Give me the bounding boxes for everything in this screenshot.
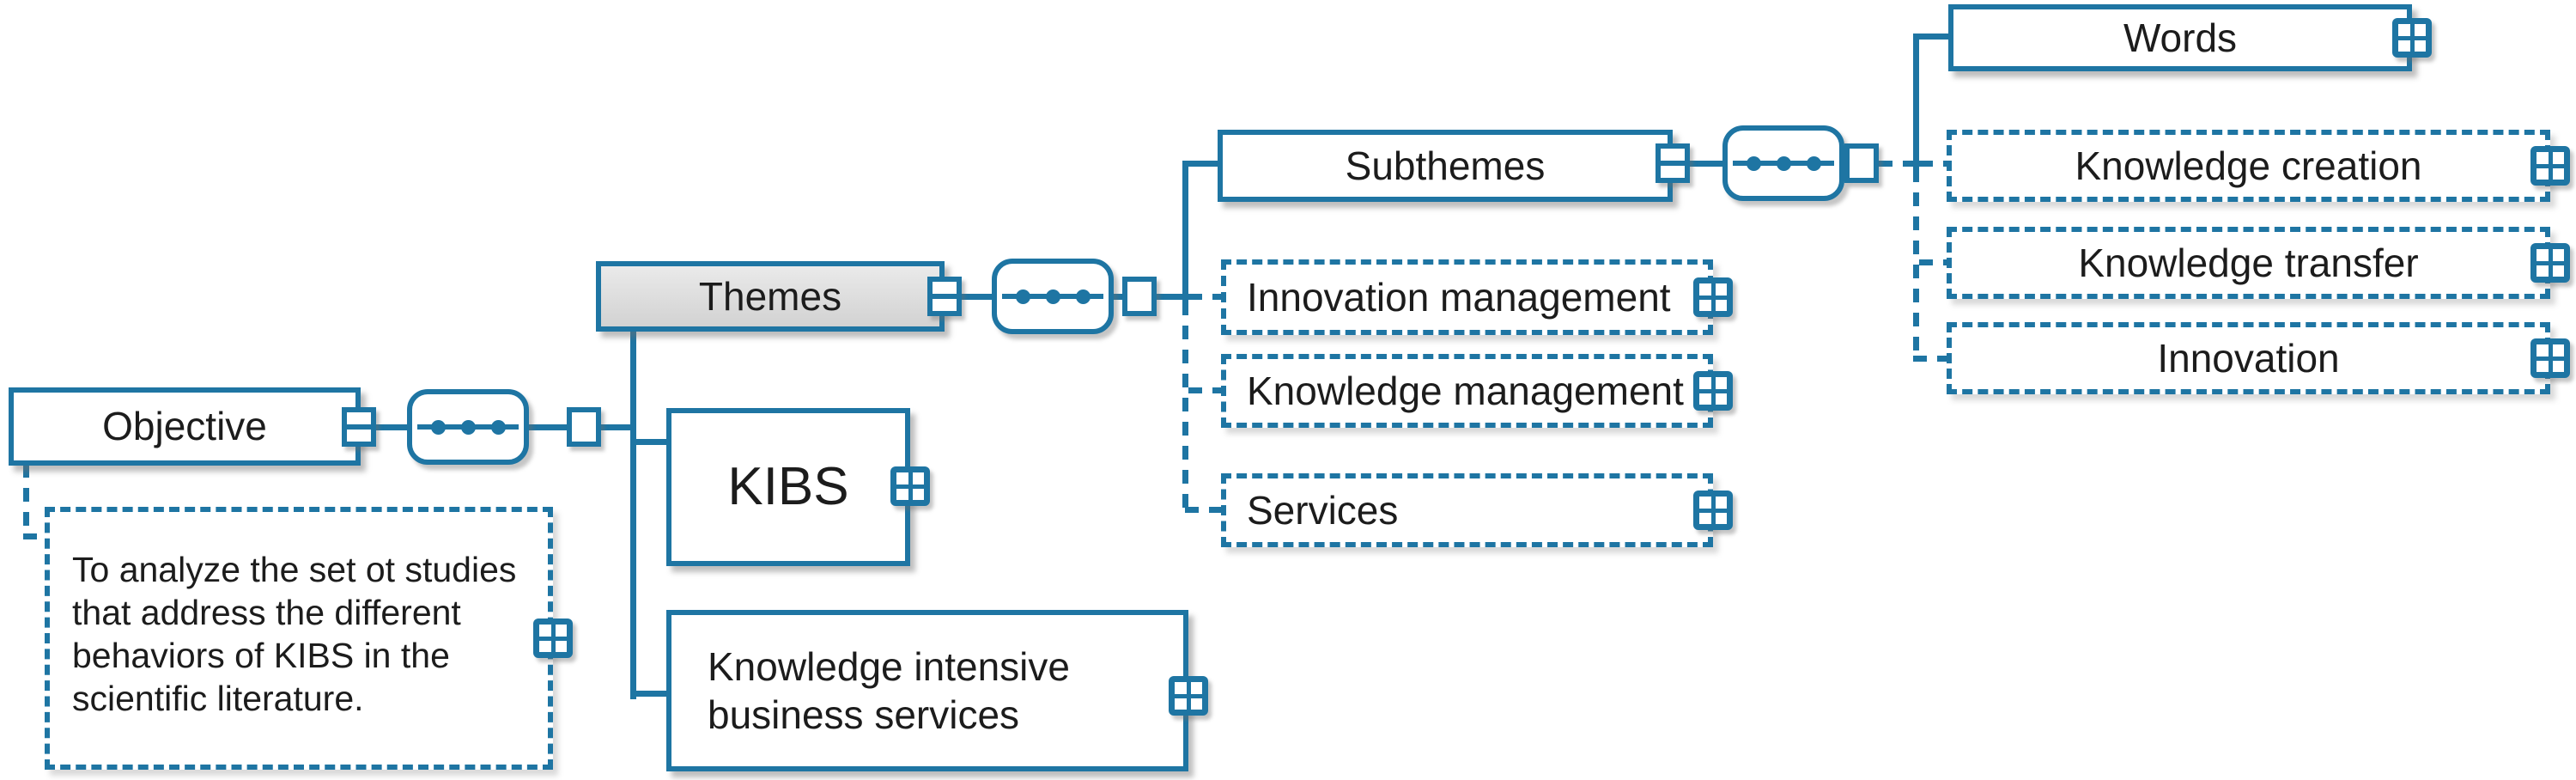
node-innovation-label: Innovation: [2157, 335, 2340, 381]
grid-expand-icon[interactable]: [2530, 243, 2570, 283]
node-words[interactable]: Words: [1948, 4, 2412, 71]
grid-expand-icon[interactable]: [2530, 338, 2570, 378]
grid-expand-icon[interactable]: [1693, 277, 1733, 317]
node-kibs-full[interactable]: Knowledge intensive business services: [666, 610, 1188, 771]
grid-expand-icon[interactable]: [2392, 18, 2432, 58]
connector-line-dashed: [1188, 387, 1226, 393]
node-subthemes-label: Subthemes: [1345, 143, 1546, 188]
node-services-label: Services: [1247, 487, 1399, 533]
node-kibs[interactable]: KIBS: [666, 408, 910, 566]
handle-divider: [347, 424, 371, 430]
node-knowledge-transfer[interactable]: Knowledge transfer: [1947, 227, 2550, 299]
branch-square-icon[interactable]: [1122, 277, 1157, 316]
node-themes-label: Themes: [698, 273, 842, 319]
node-knowledge-creation-label: Knowledge creation: [2075, 143, 2422, 188]
objective-note-text: To analyze the set ot studies that addre…: [72, 550, 517, 718]
node-objective-note[interactable]: To analyze the set ot studies that addre…: [45, 507, 553, 770]
grid-expand-icon[interactable]: [1169, 676, 1208, 716]
connector-line: [1913, 34, 1952, 40]
collapse-handle-icon[interactable]: [1656, 143, 1690, 183]
handle-divider: [933, 294, 957, 299]
connector-line: [526, 424, 572, 430]
connector-line: [369, 424, 412, 430]
ellipsis-connector-icon[interactable]: [1722, 125, 1844, 201]
ellipsis-connector-icon[interactable]: [407, 389, 529, 465]
node-knowledge-transfer-label: Knowledge transfer: [2078, 240, 2419, 285]
node-kibs-label: KIBS: [727, 456, 849, 516]
connector-line-dashed: [23, 464, 29, 539]
node-kibs-full-label: Knowledge intensive business services: [708, 644, 1070, 737]
branch-square-icon[interactable]: [567, 407, 601, 447]
grid-expand-icon[interactable]: [1693, 371, 1733, 411]
grid-expand-icon[interactable]: [533, 619, 573, 658]
connector-line: [1685, 161, 1726, 167]
grid-expand-icon[interactable]: [2530, 146, 2570, 186]
connector-trunk-dashed: [1913, 168, 1919, 362]
node-words-label: Words: [2123, 15, 2238, 60]
connector-line: [1110, 294, 1129, 300]
node-knowledge-creation[interactable]: Knowledge creation: [1947, 130, 2550, 202]
connector-line: [633, 439, 669, 445]
connector-line-dashed: [1188, 294, 1226, 300]
collapse-handle-icon[interactable]: [927, 277, 962, 316]
connector-line: [1182, 161, 1221, 167]
connector-line-dashed: [1913, 356, 1952, 362]
node-knowledge-management[interactable]: Knowledge management: [1221, 354, 1713, 428]
connector-line-dashed: [1185, 507, 1226, 513]
connector-line-dashed: [1879, 161, 1913, 167]
ellipsis-connector-icon[interactable]: [992, 259, 1114, 334]
node-subthemes[interactable]: Subthemes: [1218, 130, 1673, 202]
node-innovation-management[interactable]: Innovation management: [1221, 259, 1713, 335]
handle-divider: [1661, 161, 1685, 166]
node-objective[interactable]: Objective: [9, 387, 361, 466]
grid-expand-icon[interactable]: [1693, 491, 1733, 530]
connector-line: [630, 691, 670, 697]
connector-line-dashed: [1919, 161, 1952, 167]
node-themes[interactable]: Themes: [596, 261, 945, 332]
connector-line: [594, 424, 636, 430]
connector-trunk: [1913, 34, 1919, 168]
connector-trunk: [630, 330, 636, 699]
node-objective-label: Objective: [102, 404, 267, 449]
connector-line: [1153, 294, 1188, 300]
connector-trunk: [1182, 161, 1188, 302]
node-services[interactable]: Services: [1221, 473, 1713, 547]
node-knowledge-management-label: Knowledge management: [1247, 368, 1684, 413]
grid-expand-icon[interactable]: [890, 466, 930, 506]
connector-line-dashed: [23, 533, 51, 539]
branch-square-icon[interactable]: [1844, 143, 1879, 183]
node-innovation-management-label: Innovation management: [1247, 274, 1671, 320]
connector-trunk-dashed: [1182, 302, 1188, 512]
connector-line: [957, 294, 997, 300]
node-innovation[interactable]: Innovation: [1947, 322, 2550, 394]
collapse-handle-icon[interactable]: [342, 407, 376, 447]
connector-line-dashed: [1919, 259, 1952, 265]
